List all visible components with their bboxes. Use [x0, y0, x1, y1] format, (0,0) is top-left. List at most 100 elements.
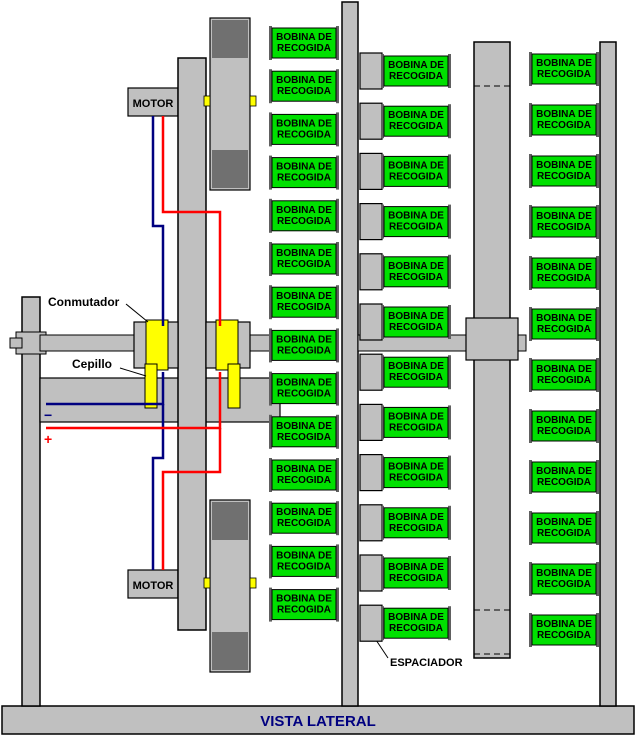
coil-label-line1: BOBINA DE [536, 364, 592, 375]
coil-label-line2: RECOGIDA [277, 345, 331, 356]
coil-label-line2: RECOGIDA [277, 86, 331, 97]
coil-label-line2: RECOGIDA [537, 69, 591, 80]
coil-label-line1: BOBINA DE [388, 612, 444, 623]
coil-label-line1: BOBINA DE [276, 118, 332, 129]
coil-label-line1: BOBINA DE [536, 313, 592, 324]
coil-label-line2: RECOGIDA [537, 426, 591, 437]
coil-label-line2: RECOGIDA [537, 579, 591, 590]
coil-label-line1: BOBINA DE [536, 415, 592, 426]
left-axle-stub-inner [9, 337, 23, 349]
spacer-2-3 [359, 203, 383, 241]
coil-label-line1: BOBINA DE [276, 378, 332, 389]
spacer-2-8 [359, 454, 383, 492]
pointer-espaciador [375, 639, 389, 659]
coil-label-line1: BOBINA DE [388, 160, 444, 171]
coil-label-line2: RECOGIDA [389, 121, 443, 132]
coil-label-line2: RECOGIDA [389, 222, 443, 233]
coil-label-line1: BOBINA DE [388, 462, 444, 473]
coil-label-line2: RECOGIDA [277, 173, 331, 184]
label-plus: + [44, 431, 52, 447]
coil-label-line1: BOBINA DE [276, 464, 332, 475]
commutator-right [215, 319, 239, 371]
bottom-reel [203, 499, 257, 673]
coil-label-line1: BOBINA DE [536, 466, 592, 477]
coil-label-line1: BOBINA DE [536, 211, 592, 222]
coil-label-line2: RECOGIDA [277, 475, 331, 486]
spacer-2-6 [359, 353, 383, 391]
base-plate [1, 705, 635, 735]
coil-label-line1: BOBINA DE [388, 211, 444, 222]
drive-bar [177, 57, 207, 631]
coil-label-line1: BOBINA DE [536, 58, 592, 69]
coil-label-line1: BOBINA DE [276, 75, 332, 86]
coil-label-line1: BOBINA DE [388, 311, 444, 322]
label-conmutador: Conmutador [48, 295, 120, 309]
label-cepillo: Cepillo [72, 357, 112, 371]
spacer-2-7 [359, 403, 383, 441]
coil-label-line2: RECOGIDA [389, 523, 443, 534]
coil-label-line2: RECOGIDA [277, 259, 331, 270]
coil-label-line2: RECOGIDA [537, 375, 591, 386]
coil-label-line1: BOBINA DE [276, 162, 332, 173]
spacer-2-10 [359, 554, 383, 592]
coil-label-line2: RECOGIDA [537, 171, 591, 182]
coil-label-line2: RECOGIDA [389, 573, 443, 584]
coil-label-line2: RECOGIDA [389, 322, 443, 333]
coil-label-line2: RECOGIDA [277, 605, 331, 616]
coil-label-line1: BOBINA DE [536, 109, 592, 120]
coil-label-line2: RECOGIDA [277, 216, 331, 227]
coil-label-line2: RECOGIDA [537, 324, 591, 335]
wire-negative [46, 116, 165, 570]
coil-label-line2: RECOGIDA [389, 272, 443, 283]
coil-label-line1: BOBINA DE [536, 262, 592, 273]
coil-label-line2: RECOGIDA [277, 302, 331, 313]
wire-positive [46, 116, 222, 570]
right-frame-post [599, 41, 617, 707]
coil-label-line2: RECOGIDA [277, 43, 331, 54]
coil-label-line2: RECOGIDA [389, 171, 443, 182]
coil-label-line2: RECOGIDA [537, 477, 591, 488]
left-frame-post [21, 296, 41, 707]
coil-label-line2: RECOGIDA [389, 422, 443, 433]
coil-label-line2: RECOGIDA [537, 630, 591, 641]
coil-label-line2: RECOGIDA [389, 71, 443, 82]
coil-label-line1: BOBINA DE [388, 562, 444, 573]
right-drum-hub [465, 317, 519, 361]
coil-label-line1: BOBINA DE [536, 568, 592, 579]
coil-label-line2: RECOGIDA [277, 129, 331, 140]
motor-bottom-label: MOTOR [133, 580, 174, 592]
spacer-2-11 [359, 604, 383, 642]
coil-label-line2: RECOGIDA [389, 372, 443, 383]
coil-label-line2: RECOGIDA [277, 518, 331, 529]
coil-label-line1: BOBINA DE [276, 594, 332, 605]
